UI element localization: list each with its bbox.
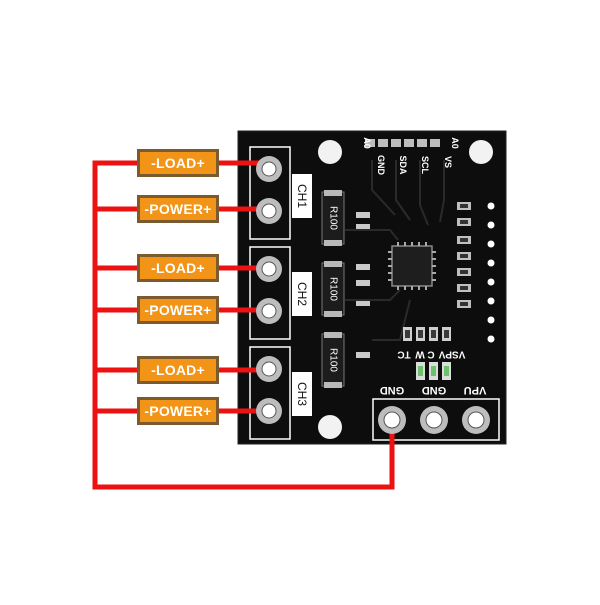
ch1-power-label: -POWER+ [137, 195, 219, 223]
resistor-1-value: R100 [328, 206, 339, 230]
power-pin-label-gnd-1: GND [380, 384, 405, 396]
resistor-1-cap-top [324, 190, 342, 196]
pin-label-w: W [415, 349, 425, 360]
bottom-pin-labels: VSPV C W TC [397, 349, 465, 360]
pin-label-c: C [427, 349, 434, 360]
channel-3-tag: CH3 [292, 372, 312, 416]
ch2-power-label: -POWER+ [137, 296, 219, 324]
channel-1-outline [249, 146, 291, 240]
power-terminal-outline [372, 398, 500, 441]
resistor-3-cap-bottom [324, 382, 342, 388]
pin-label-gnd: GND [376, 155, 386, 176]
channel-1-tag-bg [292, 174, 312, 218]
channel-3-label: CH3 [295, 382, 309, 406]
resistor-2-value: R100 [328, 277, 339, 301]
resistor-2-cap-top [324, 261, 342, 267]
channel-2-tag-bg [292, 272, 312, 316]
channel-terminals [256, 156, 282, 424]
mounting-hole-bottom-left [318, 415, 342, 439]
address-pad-label-right: A0 [450, 137, 460, 149]
channel-1-label: CH1 [295, 184, 309, 208]
pin-label-tc: TC [397, 349, 410, 360]
channel-2-label: CH2 [295, 282, 309, 306]
top-pin-labels: A0 A0 GND SDA SCL VS [362, 137, 460, 175]
chip-body [391, 245, 433, 287]
ch3-power-label: -POWER+ [137, 397, 219, 425]
mounting-hole-top-right [469, 140, 493, 164]
power-terminals [378, 406, 490, 434]
smd-components-right [457, 202, 471, 308]
address-pad-label-left: A0 [362, 137, 372, 149]
resistor-2-cap-bottom [324, 311, 342, 317]
top-jumper-pads [365, 139, 440, 147]
shunt-resistor-2: R100 [321, 261, 345, 317]
ch1-load-label: -LOAD+ [137, 149, 219, 177]
power-pin-labels: GND GND VPU [380, 384, 487, 396]
smd-components-left [356, 212, 370, 358]
ch2-load-label: -LOAD+ [137, 254, 219, 282]
channel-2-tag: CH2 [292, 272, 312, 316]
ina3221-chip [388, 242, 436, 290]
power-pin-label-vpu: VPU [464, 384, 487, 396]
resistor-3-cap-top [324, 332, 342, 338]
channel-3-outline [249, 346, 291, 440]
channel-3-tag-bg [292, 372, 312, 416]
pin-label-scl: SCL [420, 156, 430, 175]
pcb-edge [237, 130, 507, 445]
pin-label-vs: VS [443, 156, 453, 168]
shunt-resistor-1: R100 [321, 190, 345, 246]
channel-2-outline [249, 246, 291, 340]
channel-outlines [249, 146, 291, 440]
resistor-1-cap-bottom [324, 240, 342, 246]
channel-1-tag: CH1 [292, 174, 312, 218]
header-pin-holes [487, 202, 495, 343]
indicator-leds [403, 327, 451, 380]
ch3-load-label: -LOAD+ [137, 356, 219, 384]
pin-label-vspv: VSPV [438, 349, 465, 360]
resistor-3-value: R100 [328, 348, 339, 372]
pin-label-sda: SDA [398, 155, 408, 175]
mounting-hole-top-left [318, 140, 342, 164]
shunt-resistor-3: R100 [321, 332, 345, 388]
pcb-traces [345, 160, 445, 341]
power-pin-label-gnd-2: GND [422, 384, 447, 396]
